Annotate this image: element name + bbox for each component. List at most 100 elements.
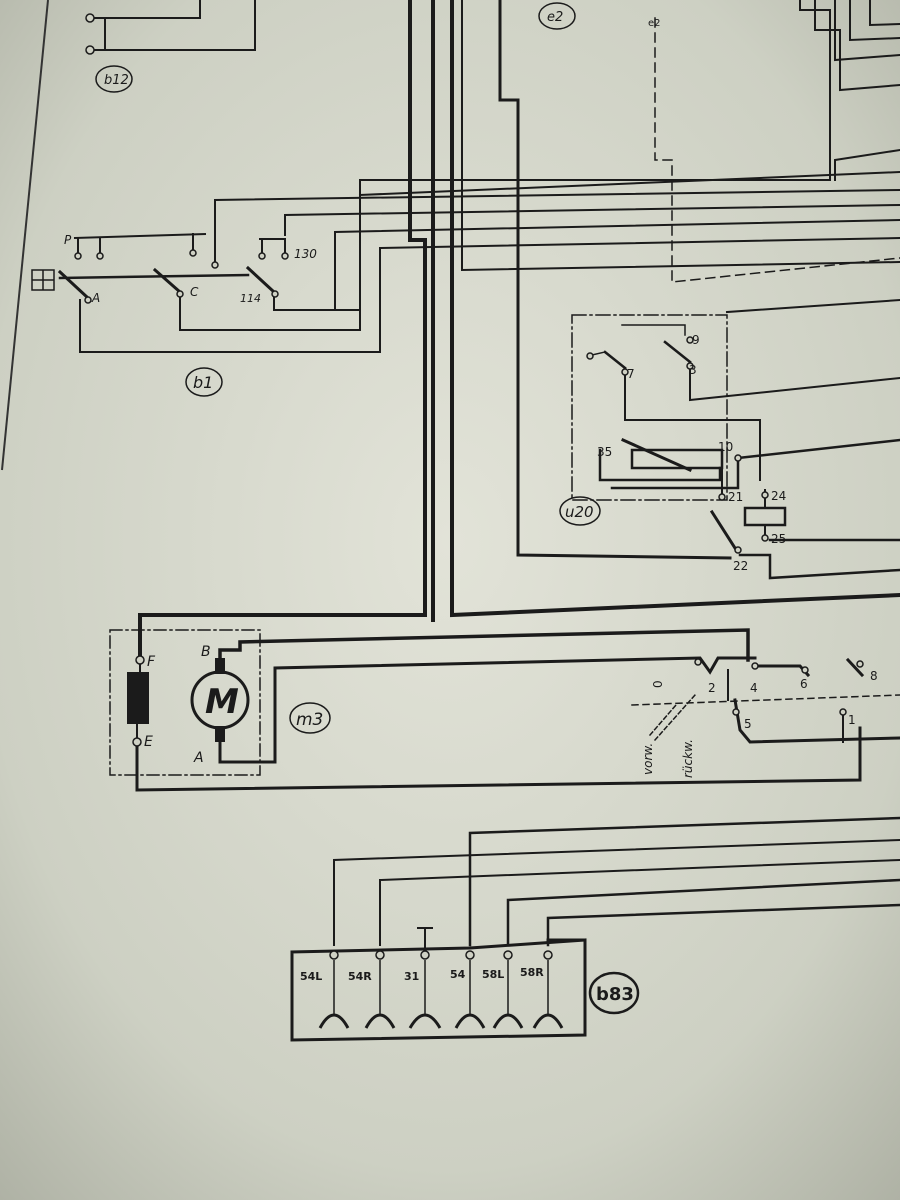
terminal-dot	[761, 491, 769, 499]
terminal-dot	[732, 708, 740, 716]
wire-layer	[57, 0, 900, 1042]
main-trunk-wire	[450, 0, 900, 618]
switch-label-ruckw: rückw.	[681, 739, 695, 778]
harness-wire	[214, 188, 900, 236]
terminal-dot	[189, 249, 197, 257]
main-trunk-wire	[138, 0, 427, 657]
u20-wire	[610, 438, 900, 490]
b83-wire	[333, 838, 900, 946]
motor-brush	[215, 726, 225, 742]
terminal-dot	[281, 252, 289, 260]
terminal-dot	[686, 362, 694, 370]
terminal-label-b: B	[201, 644, 211, 660]
u20-wire	[738, 553, 900, 580]
terminal-dot	[761, 534, 769, 542]
terminal-dot	[420, 950, 430, 960]
switch-blade	[152, 267, 183, 295]
harness-wire	[869, 0, 900, 27]
label-ring-b12	[95, 65, 133, 93]
switch-label-6: 6	[800, 677, 808, 691]
harness-wire	[814, 0, 900, 92]
switch-label-4: 4	[750, 681, 758, 695]
u20-wire	[598, 448, 722, 482]
terminal-label-10: 10	[718, 440, 733, 454]
b83-terminal-label: 54R	[348, 970, 372, 983]
terminal-dot	[211, 261, 219, 269]
motor-brush-wire	[218, 628, 750, 674]
label-ring-b1	[185, 367, 223, 397]
b12-wire	[89, 0, 256, 51]
terminal-dot	[621, 368, 629, 376]
switch-label-5: 5	[744, 717, 752, 731]
b83-wire	[468, 816, 900, 947]
terminal-dot	[74, 252, 82, 260]
u20-resistor-wiper	[621, 438, 692, 472]
terminal-dot	[839, 708, 847, 716]
harness-wire	[284, 203, 900, 236]
switch-label-0: 0	[651, 680, 665, 688]
terminal-dot	[686, 336, 694, 344]
harness-wire	[334, 218, 900, 311]
label-b12: b12	[104, 73, 129, 88]
b1-bus-wire	[73, 232, 207, 240]
u20-contact	[603, 350, 627, 370]
terminal-dot	[751, 662, 759, 670]
terminal-dot	[734, 454, 742, 462]
drum-switch-contact	[845, 657, 865, 678]
terminal-dot	[84, 296, 92, 304]
terminal-label-7: 7	[627, 367, 635, 381]
drum-switch-dashed	[631, 694, 900, 706]
u20-relay-contact	[709, 509, 738, 551]
label-ring-m3	[289, 702, 331, 734]
terminal-label-c: C	[190, 285, 199, 299]
label-circles	[95, 2, 640, 1015]
harness-wire	[834, 148, 900, 181]
m3-field-winding	[127, 672, 149, 724]
u20-dashed-box	[571, 314, 728, 501]
terminal-label-130: 130	[294, 247, 317, 261]
b83-terminal-label: 54	[450, 968, 466, 981]
terminal-label-114: 114	[240, 292, 261, 305]
e2-dashed-wire	[654, 17, 900, 283]
terminal-label-35: 35	[597, 445, 612, 459]
terminal-dot	[176, 290, 184, 298]
terminal-dot	[856, 660, 864, 668]
switch-blade	[245, 265, 277, 295]
u20-contact	[663, 340, 692, 364]
harness-wire	[379, 236, 900, 353]
terminal-dot	[801, 666, 809, 674]
harness-wire	[179, 0, 831, 331]
b83-wire	[546, 903, 900, 947]
terminal-label-3: 3	[689, 363, 697, 377]
label-ring-e2	[538, 2, 576, 30]
switch-blade	[57, 269, 91, 301]
terminal-label-21: 21	[728, 490, 743, 504]
terminal-dot	[271, 290, 279, 298]
b1-return-wire	[79, 299, 381, 353]
motor-brush	[215, 658, 225, 674]
terminal-label-e: E	[144, 734, 153, 750]
u20-wire	[624, 367, 761, 481]
terminal-dot	[465, 950, 475, 960]
label-ring-u20	[559, 496, 601, 526]
b12-wire	[89, 0, 201, 19]
label-u20: u20	[565, 503, 594, 521]
terminal-label-9: 9	[692, 333, 700, 347]
sheet-border-line	[1, 0, 49, 471]
b83-wire	[379, 858, 900, 946]
terminal-dot	[543, 950, 553, 960]
terminal-dot	[694, 658, 702, 666]
terminal-dot	[258, 252, 266, 260]
u20-wire	[591, 351, 606, 356]
terminal-dot	[734, 546, 742, 554]
drum-switch-lever	[648, 703, 678, 737]
harness-wire	[834, 0, 900, 62]
motor-letter: M	[205, 682, 239, 722]
terminal-dot	[135, 655, 145, 665]
label-m3: m3	[296, 710, 323, 730]
b1-bus-wire	[58, 273, 250, 280]
u20-wire	[621, 324, 686, 336]
terminal-dot	[586, 352, 594, 360]
terminal-dots	[74, 13, 864, 960]
